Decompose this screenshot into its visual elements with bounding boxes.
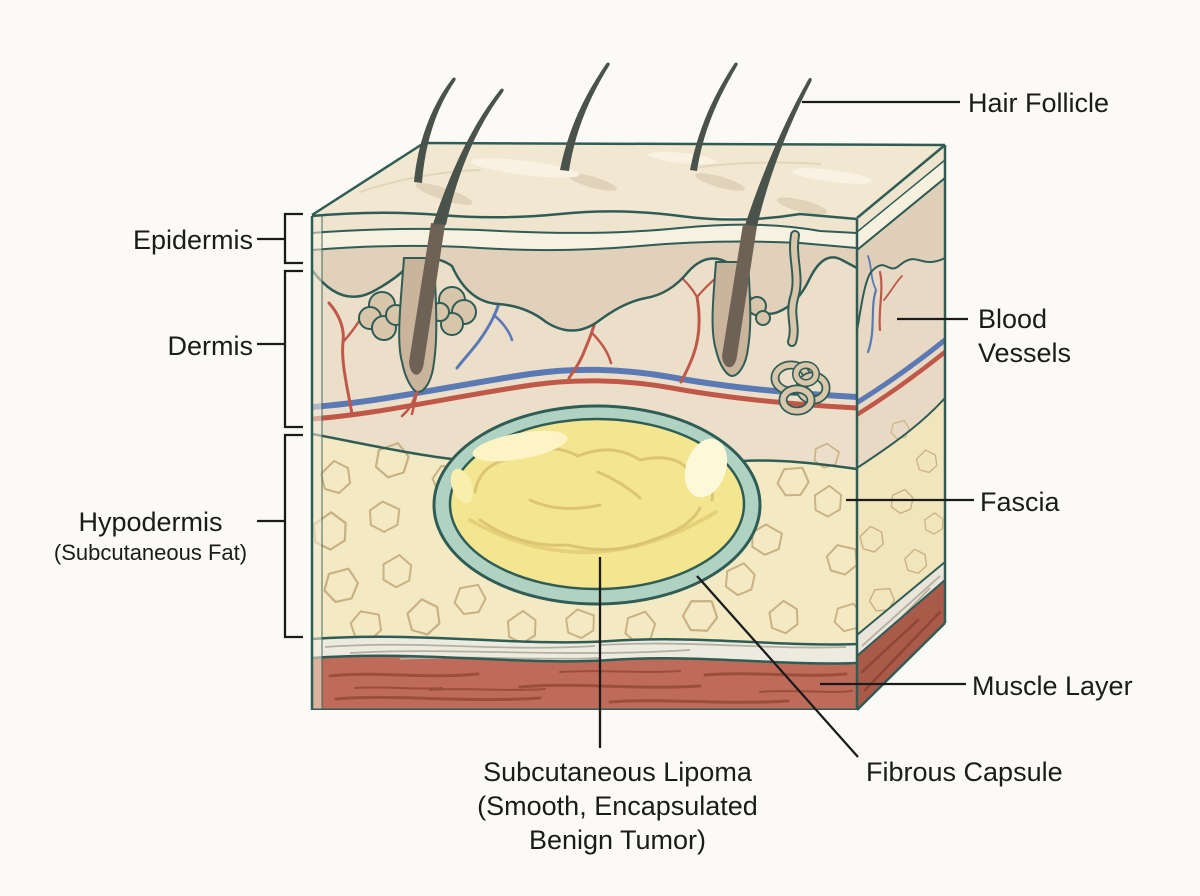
hair-strand: [433, 88, 504, 225]
muscle-striations: [328, 670, 853, 704]
dermis-fat-boundary-left: [312, 432, 453, 461]
label-hypodermis-title: Hypodermis: [78, 507, 223, 537]
label-epidermis: Epidermis: [132, 225, 253, 255]
muscle-layer: [312, 655, 857, 710]
lipoma-body: [448, 417, 746, 591]
hair-strand: [690, 62, 738, 172]
skin-top-surface: [311, 141, 946, 218]
label-subcutaneous-lipoma: Subcutaneous Lipoma (Smooth, Encapsulate…: [477, 757, 758, 856]
fascia-fibers: [324, 642, 847, 660]
blood-vessels-horizontal: [312, 366, 857, 422]
label-dermis: Dermis: [167, 331, 254, 361]
hair-follicle-right: [711, 224, 771, 378]
hypodermis-bracket: [283, 433, 303, 639]
skin-side-face: [857, 145, 945, 710]
fibrous-capsule-pointer-line: [696, 575, 859, 758]
label-hypodermis-sub: (Subcutaneous Fat): [53, 540, 248, 566]
hair-strand: [745, 77, 812, 226]
dermis-fat-boundary-right: [741, 459, 857, 471]
block-outline: [310, 144, 947, 711]
sweat-gland: [770, 230, 831, 416]
label-fascia: Fascia: [980, 487, 1060, 517]
dermis-bracket: [283, 269, 303, 429]
hair-strand: [560, 62, 610, 172]
subcutaneous-lipoma: [432, 404, 762, 606]
label-hypodermis: Hypodermis (Subcutaneous Fat): [28, 505, 273, 567]
label-fibrous-capsule: Fibrous Capsule: [866, 757, 1063, 787]
label-blood-vessels: Blood Vessels: [978, 304, 1072, 369]
sebaceous-gland: [358, 286, 477, 341]
label-muscle-layer: Muscle Layer: [972, 671, 1133, 701]
skin-front-face: [312, 211, 857, 710]
hair-strand: [414, 77, 456, 183]
front-left-bevel: [312, 211, 322, 710]
label-hair-follicle: Hair Follicle: [968, 88, 1110, 118]
hair-strands: [414, 62, 812, 226]
hair-follicle-left: [358, 223, 477, 416]
annotations: [257, 100, 974, 758]
